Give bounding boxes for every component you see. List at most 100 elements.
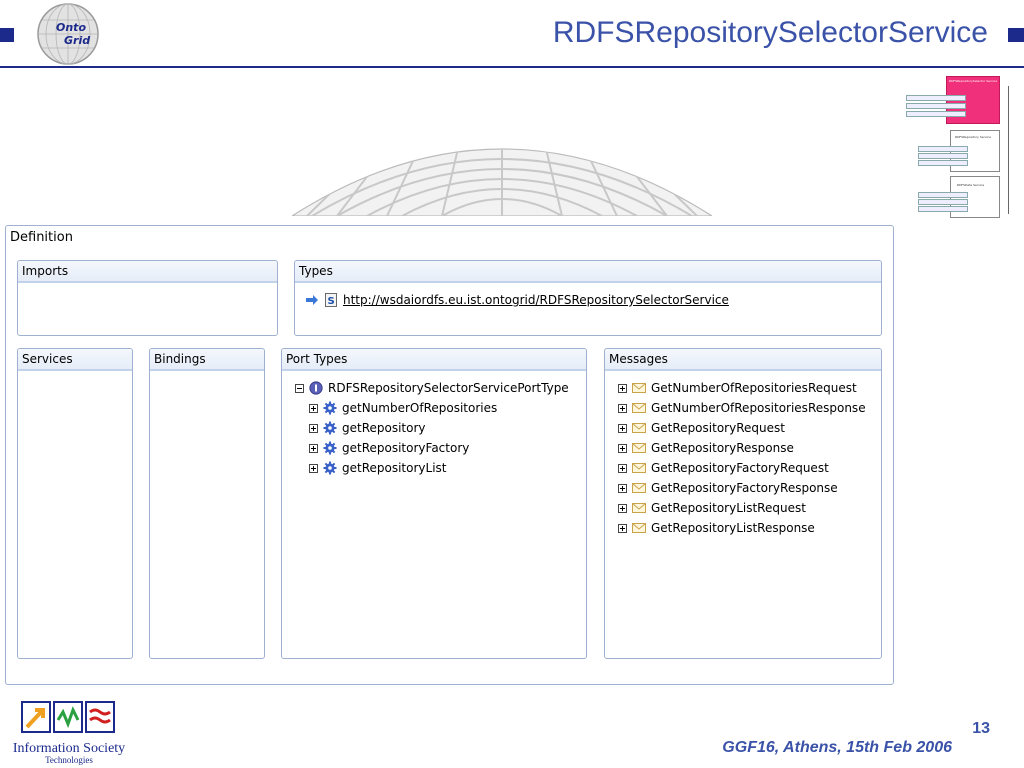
envelope-icon: [632, 503, 646, 513]
message-item[interactable]: GetRepositoryResponse: [618, 438, 794, 458]
operation-label: getNumberOfRepositories: [342, 401, 498, 415]
message-label: GetRepositoryResponse: [651, 441, 794, 455]
ontogrid-logo-text-1: Onto: [56, 21, 86, 34]
ist-logo-text-1: Information Society: [13, 741, 125, 756]
operation-label: getRepositoryList: [342, 461, 447, 475]
bindings-panel[interactable]: Bindings: [149, 348, 265, 659]
expand-icon[interactable]: [618, 403, 627, 413]
message-label: GetRepositoryListResponse: [651, 521, 815, 535]
thumb-row: [906, 111, 966, 117]
messages-header: Messages: [605, 349, 881, 371]
ontogrid-logo-text-2: Grid: [64, 34, 90, 47]
message-label: GetRepositoryFactoryRequest: [651, 461, 829, 475]
imports-panel[interactable]: Imports: [17, 260, 278, 336]
thumb-row: [906, 95, 966, 101]
services-label: Services: [22, 352, 73, 366]
architecture-thumbnail: RDFSRepositorySelector Service RDFSRepos…: [904, 76, 1012, 218]
thumb-row: [918, 160, 968, 166]
ist-logo-text-2: Technologies: [45, 755, 93, 765]
services-header: Services: [18, 349, 132, 371]
thumb-row: [918, 206, 968, 212]
footer-text: GGF16, Athens, 15th Feb 2006: [722, 739, 952, 756]
header-square-left: [0, 28, 14, 42]
message-item[interactable]: GetRepositoryListResponse: [618, 518, 815, 538]
ist-logo: Information Society Technologies: [13, 701, 125, 765]
message-label: GetNumberOfRepositoriesRequest: [651, 381, 857, 395]
port-types-label: Port Types: [286, 352, 348, 366]
schema-icon: S: [325, 293, 337, 307]
ontogrid-logo: Onto Grid: [37, 3, 99, 65]
types-panel[interactable]: Types S http://wsdaiordfs.eu.ist.ontogri…: [294, 260, 882, 336]
operation-gear-icon: [323, 461, 337, 475]
operation-item[interactable]: getRepositoryList: [309, 458, 447, 478]
envelope-icon: [632, 443, 646, 453]
thumb-connector: [1008, 86, 1009, 214]
thumb-row: [918, 192, 968, 198]
expand-icon[interactable]: [618, 423, 627, 433]
arrow-right-icon: [306, 295, 318, 305]
port-types-header: Port Types: [282, 349, 586, 371]
message-item[interactable]: GetRepositoryFactoryRequest: [618, 458, 829, 478]
envelope-icon: [632, 483, 646, 493]
operation-item[interactable]: getRepository: [309, 418, 426, 438]
port-type-root[interactable]: RDFSRepositorySelectorServicePortType: [295, 378, 569, 398]
slide-title: RDFSRepositorySelectorService: [552, 16, 988, 49]
messages-panel[interactable]: Messages GetNumberOfRepositoriesRequest …: [604, 348, 882, 659]
expand-icon[interactable]: [618, 443, 627, 453]
svg-text:S: S: [328, 296, 335, 307]
thumb-row: [906, 103, 966, 109]
types-label: Types: [299, 264, 333, 278]
bindings-header: Bindings: [150, 349, 264, 371]
operation-gear-icon: [323, 441, 337, 455]
expand-icon[interactable]: [309, 403, 318, 413]
operation-gear-icon: [323, 421, 337, 435]
editor-title: Definition: [10, 230, 73, 245]
message-item[interactable]: GetRepositoryFactoryResponse: [618, 478, 838, 498]
types-header: Types: [295, 261, 881, 283]
envelope-icon: [632, 463, 646, 473]
message-item[interactable]: GetNumberOfRepositoriesResponse: [618, 398, 866, 418]
message-label: GetRepositoryListRequest: [651, 501, 806, 515]
types-schema-link[interactable]: http://wsdaiordfs.eu.ist.ontogrid/RDFSRe…: [343, 293, 729, 307]
collapse-icon[interactable]: [295, 383, 304, 393]
thumb-row: [918, 146, 968, 152]
message-label: GetNumberOfRepositoriesResponse: [651, 401, 866, 415]
message-item[interactable]: GetRepositoryListRequest: [618, 498, 806, 518]
expand-icon[interactable]: [618, 463, 627, 473]
thumb-row: [918, 199, 968, 205]
port-types-panel[interactable]: Port Types RDFSRepositorySelectorService…: [281, 348, 587, 659]
message-item[interactable]: GetRepositoryRequest: [618, 418, 785, 438]
imports-label: Imports: [22, 264, 69, 278]
envelope-icon: [632, 383, 646, 393]
expand-icon[interactable]: [309, 463, 318, 473]
expand-icon[interactable]: [618, 483, 627, 493]
envelope-icon: [632, 523, 646, 533]
operation-gear-icon: [323, 401, 337, 415]
expand-icon[interactable]: [618, 503, 627, 513]
bindings-label: Bindings: [154, 352, 206, 366]
expand-icon[interactable]: [309, 423, 318, 433]
expand-icon[interactable]: [618, 383, 627, 393]
header-divider: [0, 66, 1024, 68]
operation-label: getRepositoryFactory: [342, 441, 470, 455]
message-label: GetRepositoryRequest: [651, 421, 785, 435]
imports-header: Imports: [18, 261, 277, 283]
services-panel[interactable]: Services: [17, 348, 133, 659]
envelope-icon: [632, 403, 646, 413]
message-item[interactable]: GetNumberOfRepositoriesRequest: [618, 378, 857, 398]
expand-icon[interactable]: [618, 523, 627, 533]
thumb-row: [918, 153, 968, 159]
operation-label: getRepository: [342, 421, 426, 435]
header-square-right: [1008, 28, 1024, 42]
operation-item[interactable]: getNumberOfRepositories: [309, 398, 497, 418]
messages-label: Messages: [609, 352, 668, 366]
port-type-root-label: RDFSRepositorySelectorServicePortType: [328, 381, 569, 395]
message-label: GetRepositoryFactoryResponse: [651, 481, 838, 495]
types-entry[interactable]: S http://wsdaiordfs.eu.ist.ontogrid/RDFS…: [305, 290, 729, 310]
dome-graphic: [292, 148, 712, 216]
expand-icon[interactable]: [309, 443, 318, 453]
page-number: 13: [972, 720, 990, 737]
envelope-icon: [632, 423, 646, 433]
operation-item[interactable]: getRepositoryFactory: [309, 438, 469, 458]
interface-icon: [309, 381, 323, 395]
